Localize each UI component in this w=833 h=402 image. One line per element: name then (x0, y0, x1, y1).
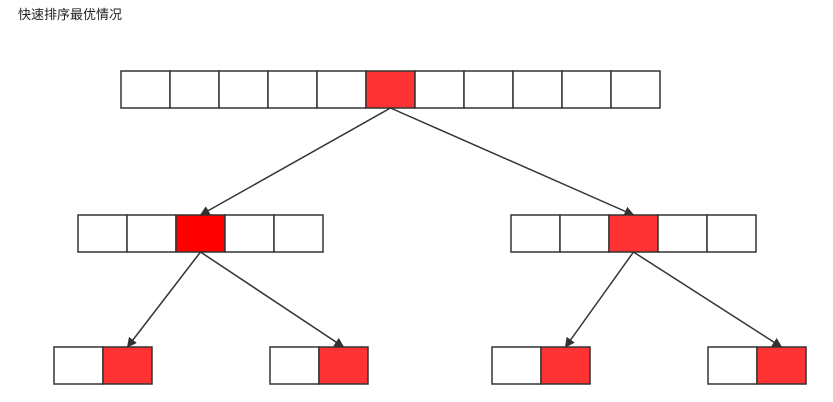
array-mid-left (77, 214, 324, 253)
array-cell (463, 70, 514, 109)
array-cell (53, 346, 104, 385)
array-cell (169, 70, 220, 109)
pivot-cell (365, 70, 416, 109)
arrow-mid-right-to-leaf-3 (564, 251, 635, 348)
array-cell (561, 70, 612, 109)
array-cell (414, 70, 465, 109)
array-cell (610, 70, 661, 109)
array-leaf-2 (269, 346, 369, 385)
pivot-cell (175, 214, 226, 253)
array-leaf-4 (707, 346, 807, 385)
arrow-mid-left-to-leaf-1 (126, 251, 202, 348)
array-cell (510, 214, 561, 253)
array-cell (706, 214, 757, 253)
arrays-group (53, 70, 807, 385)
array-cell (126, 214, 177, 253)
array-cell (559, 214, 610, 253)
arrow-root-to-mid-right (390, 107, 635, 216)
array-cell (269, 346, 320, 385)
arrow-mid-right-to-leaf-4 (633, 251, 783, 348)
pivot-cell (102, 346, 153, 385)
pivot-cell (540, 346, 591, 385)
pivot-cell (318, 346, 369, 385)
array-root (120, 70, 661, 109)
array-cell (224, 214, 275, 253)
array-cell (120, 70, 171, 109)
array-cell (707, 346, 758, 385)
array-mid-right (510, 214, 757, 253)
array-cell (267, 70, 318, 109)
array-leaf-1 (53, 346, 153, 385)
array-cell (657, 214, 708, 253)
array-leaf-3 (491, 346, 591, 385)
array-cell (273, 214, 324, 253)
arrow-mid-left-to-leaf-2 (200, 251, 345, 348)
array-cell (512, 70, 563, 109)
array-cell (218, 70, 269, 109)
diagram-title: 快速排序最优情况 (18, 8, 123, 23)
array-cell (77, 214, 128, 253)
array-cell (491, 346, 542, 385)
arrow-root-to-mid-left (199, 107, 391, 216)
edges-group (126, 107, 783, 348)
array-cell (316, 70, 367, 109)
pivot-cell (608, 214, 659, 253)
pivot-cell (756, 346, 807, 385)
